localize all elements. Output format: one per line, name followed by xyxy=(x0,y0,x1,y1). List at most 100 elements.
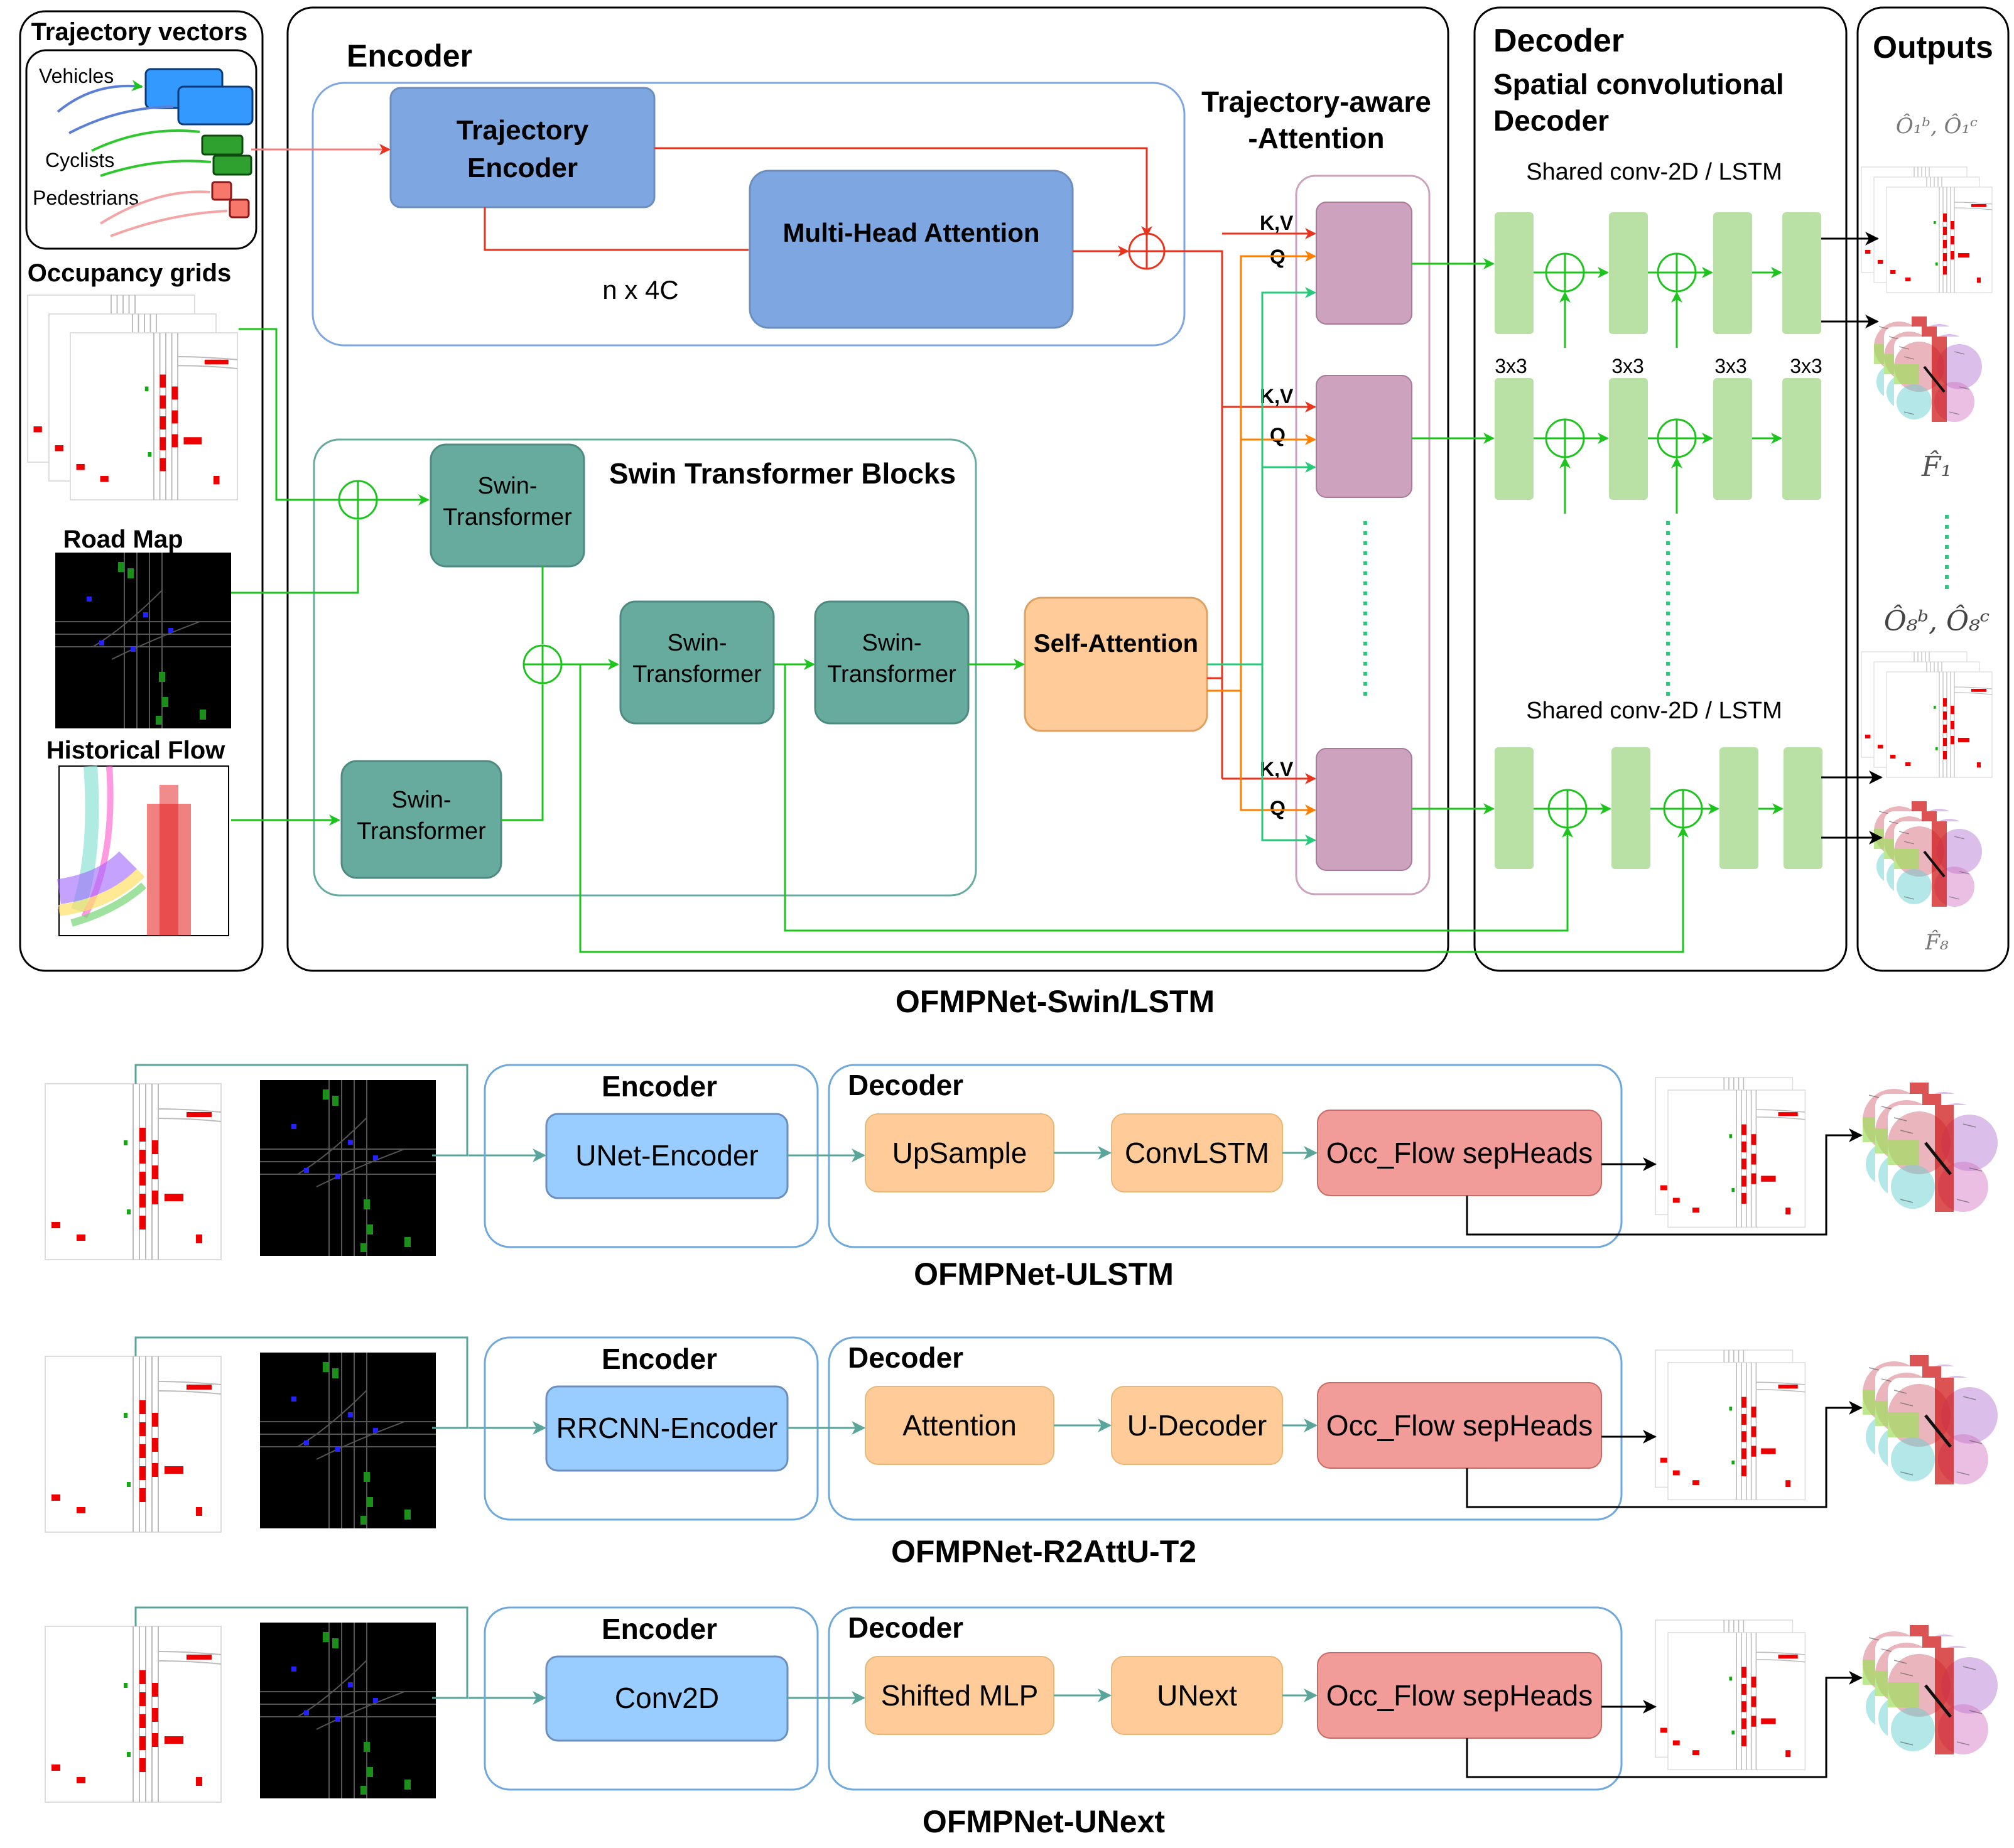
decoder-title: Decoder xyxy=(848,1341,963,1374)
outputs-panel xyxy=(1856,6,2010,972)
shared-label-1: Shared conv-2D / LSTM xyxy=(1526,159,1782,185)
occupancy-grid-image xyxy=(45,1356,222,1533)
historical-flow-label: Historical Flow xyxy=(46,737,225,764)
pedestrians-label: Pedestrians xyxy=(33,186,139,209)
occupancy-grids-label: Occupancy grids xyxy=(28,259,232,287)
occ-flow-heads-block xyxy=(1317,1110,1602,1196)
encoder-block-label: UNet-Encoder xyxy=(575,1139,758,1172)
swin-transformer-3 xyxy=(814,600,970,725)
outputs-title: Outputs xyxy=(1873,30,1993,65)
output-flow-image xyxy=(1888,1105,1998,1212)
occupancy-grid-image xyxy=(27,294,238,500)
output-flow-8-label: F̂₈ xyxy=(1924,929,1949,955)
encoder-title: Encoder xyxy=(602,1070,717,1103)
kv-label-1: K,V xyxy=(1260,212,1294,234)
decoder-block-1-label: Shifted MLP xyxy=(881,1679,1039,1712)
output-occ-1-label: Ô₁ᵇ, Ô₁ᶜ xyxy=(1896,113,1978,139)
occupancy-grid-image xyxy=(45,1626,222,1803)
arrow xyxy=(1466,1671,1863,1778)
main-caption: OFMPNet-Swin/LSTM xyxy=(896,984,1215,1019)
swin-blocks-group xyxy=(313,438,977,897)
self-attention-label: Self-Attention xyxy=(1034,630,1198,657)
cyclist-icon xyxy=(212,154,252,176)
output-flow-1-label: F̂₁ xyxy=(1921,450,1952,483)
trajectory-encoder-group xyxy=(311,82,1186,347)
road-map-image xyxy=(259,1079,436,1256)
vehicles-label: Vehicles xyxy=(39,65,114,87)
encoder-title: Encoder xyxy=(602,1613,717,1645)
output-occupancy-image xyxy=(1667,1089,1806,1228)
output-occupancy-8-image xyxy=(1861,651,1993,778)
mha-transformer-block xyxy=(749,170,1074,329)
road-map-image xyxy=(259,1622,436,1799)
road-map-image xyxy=(55,552,232,729)
occupancy-grid-image xyxy=(45,1083,222,1260)
nx4c-label: n x 4C xyxy=(602,275,678,305)
swin-transformer-2-label: Swin-Transformer xyxy=(632,630,762,688)
decoder-row-1 xyxy=(1495,212,1821,334)
kernel-label-3: 3x3 xyxy=(1714,355,1747,377)
encoder-title: Encoder xyxy=(347,38,472,73)
decoder-title: Decoder xyxy=(848,1611,963,1644)
arrow xyxy=(1466,1401,1863,1508)
kernel-label-2: 3x3 xyxy=(1611,355,1644,377)
encoder-block-label: RRCNN-Encoder xyxy=(556,1412,778,1444)
decoder-row-2 xyxy=(1495,378,1821,500)
decoder-block-2-label: UNext xyxy=(1157,1679,1237,1712)
arrow xyxy=(1466,1128,1863,1236)
road-map-label: Road Map xyxy=(63,526,183,553)
variant-caption: OFMPNet-R2AttU-T2 xyxy=(891,1534,1196,1569)
pedestrian-icon xyxy=(211,181,232,201)
kernel-label-1: 3x3 xyxy=(1495,355,1527,377)
input-connector xyxy=(134,1336,468,1429)
swin-transformer-3-label: Swin-Transformer xyxy=(827,630,956,688)
cross-attention-block-1 xyxy=(1316,202,1412,325)
kernel-label-4: 3x3 xyxy=(1790,355,1822,377)
occ-flow-heads-label: Occ_Flow sepHeads xyxy=(1326,1679,1593,1712)
decoder-row-8 xyxy=(1495,747,1822,869)
self-attention-block xyxy=(1024,597,1208,732)
shared-label-8: Shared conv-2D / LSTM xyxy=(1526,698,1782,724)
cyclist-icon xyxy=(201,134,244,156)
occ-flow-heads-block xyxy=(1317,1652,1602,1739)
vehicle-icon xyxy=(177,85,254,126)
encoder-block-label: Conv2D xyxy=(615,1682,719,1714)
road-map-image xyxy=(259,1352,436,1529)
variant-caption: OFMPNet-ULSTM xyxy=(914,1256,1174,1292)
inputs-panel xyxy=(19,10,264,972)
swin-blocks-title: Swin Transformer Blocks xyxy=(609,457,956,490)
kv-label-8: K,V xyxy=(1260,758,1294,781)
decoder-block-1-label: UpSample xyxy=(892,1137,1027,1169)
swin-transformer-4-label: Swin-Transformer xyxy=(357,787,486,845)
swin-transformer-1-label: Swin-Transformer xyxy=(443,473,572,531)
output-occupancy-1-image xyxy=(1861,166,1993,293)
decoder-block-2-label: ConvLSTM xyxy=(1125,1137,1269,1169)
decoder-block-2-label: U-Decoder xyxy=(1127,1409,1267,1442)
cross-attention-group xyxy=(1295,175,1431,895)
output-occupancy-image xyxy=(1667,1632,1806,1771)
q-label-8: Q xyxy=(1270,797,1286,819)
decoder-panel xyxy=(1473,6,1848,972)
decoder-title: Decoder xyxy=(1493,23,1624,59)
encoder-panel xyxy=(286,6,1449,972)
output-flow-8-image xyxy=(1874,801,1982,907)
occ-flow-heads-label: Occ_Flow sepHeads xyxy=(1326,1409,1593,1442)
swin-transformer-1 xyxy=(430,443,585,568)
cross-attention-block-8 xyxy=(1316,748,1412,871)
pedestrian-icon xyxy=(229,198,250,219)
output-flow-1-image xyxy=(1874,316,1982,422)
input-connector xyxy=(134,1064,468,1157)
kv-label-2: K,V xyxy=(1260,385,1294,408)
variant-caption: OFMPNet-UNext xyxy=(923,1804,1165,1839)
output-occ-8-label: Ô₈ᵇ, Ô₈ᶜ xyxy=(1884,604,1990,637)
mha-transformer-label: Multi-Head Attention xyxy=(782,218,1039,247)
decoder-block-1-label: Attention xyxy=(902,1409,1017,1442)
output-flow-image xyxy=(1888,1648,1998,1754)
historical-flow-image xyxy=(59,766,229,936)
occ-flow-heads-block xyxy=(1317,1382,1602,1469)
